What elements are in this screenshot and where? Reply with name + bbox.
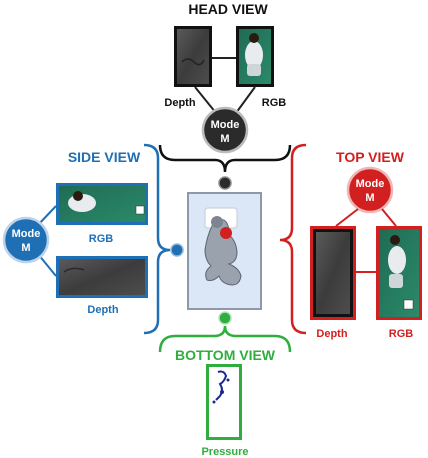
side-mode-circle: Mode M	[2, 216, 50, 264]
head-view-title: HEAD VIEW	[188, 1, 268, 17]
top-rgb-image	[376, 226, 422, 320]
bottom-pressure-label: Pressure	[201, 446, 248, 458]
top-mode-line1: Mode	[356, 178, 385, 190]
side-mode-line2: M	[21, 242, 30, 254]
bottom-view-title: BOTTOM VIEW	[175, 347, 276, 363]
center-marker-dot	[220, 227, 232, 239]
bottom-view-group: BOTTOM VIEW Pressure	[158, 311, 292, 458]
head-rgb-image	[236, 26, 274, 87]
top-view-title: TOP VIEW	[336, 149, 405, 165]
bottom-connector-dot	[218, 311, 232, 325]
side-view-title: SIDE VIEW	[68, 149, 141, 165]
side-rgb-image	[56, 183, 148, 225]
head-mode-line2: M	[220, 133, 229, 145]
side-depth-label: Depth	[87, 304, 118, 316]
head-mode-circle: Mode M	[201, 106, 249, 154]
top-mode-line2: M	[365, 192, 374, 204]
top-rgb-label: RGB	[389, 328, 414, 340]
bottom-brace	[158, 325, 292, 353]
side-rgb-label: RGB	[89, 233, 114, 245]
side-depth-image	[56, 256, 148, 298]
center-mat	[187, 192, 262, 310]
top-brace	[279, 143, 307, 335]
top-view-group: TOP VIEW Mode M Depth RGB	[279, 143, 422, 340]
bottom-pressure-image	[206, 364, 242, 440]
head-rgb-label: RGB	[262, 97, 287, 109]
head-depth-label: Depth	[164, 97, 195, 109]
side-view-group: SIDE VIEW RGB Depth Mode M	[2, 143, 184, 335]
head-brace	[158, 144, 292, 173]
head-depth-image	[174, 26, 212, 87]
side-mode-line1: Mode	[12, 228, 41, 240]
top-depth-image	[310, 226, 356, 320]
side-brace	[143, 143, 171, 335]
head-view-group: HEAD VIEW Depth RGB Mode M	[158, 1, 292, 190]
top-mode-circle: Mode M	[346, 166, 394, 214]
side-connector-dot	[170, 243, 184, 257]
top-depth-label: Depth	[316, 328, 347, 340]
head-mode-line1: Mode	[211, 119, 240, 131]
head-connector-dot	[218, 176, 232, 190]
